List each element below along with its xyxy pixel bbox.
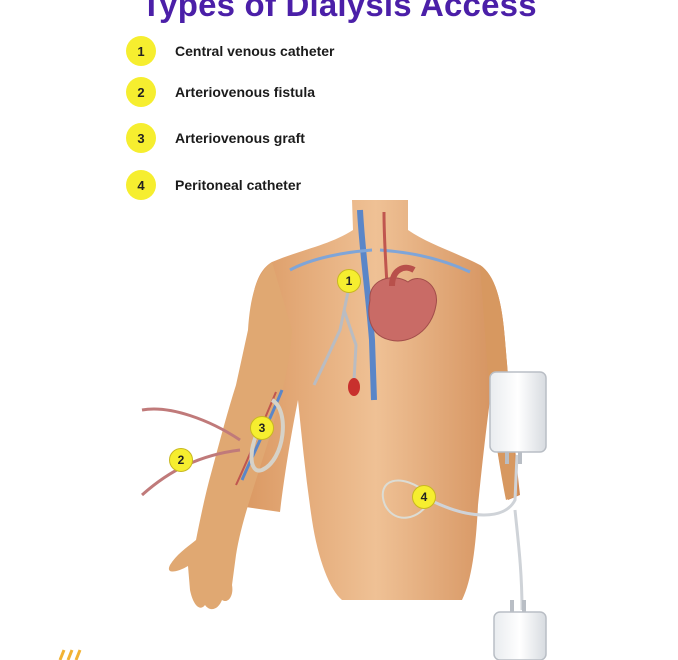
catheter-line	[342, 309, 358, 381]
artery-line	[141, 407, 241, 442]
marker-2: 2	[169, 448, 193, 472]
graft-loop	[249, 398, 285, 473]
legend-item-central-venous-catheter: 1 Central venous catheter	[126, 36, 335, 66]
diagram-title: Types of Dialysis Access	[141, 0, 537, 23]
legend-badge-2: 2	[126, 77, 156, 107]
legend-badge-3: 3	[126, 123, 156, 153]
catheter-line	[381, 479, 431, 519]
vein-line	[379, 248, 471, 274]
drain-bag	[493, 600, 547, 660]
logo-fragment-icon	[58, 649, 82, 660]
legend-label: Arteriovenous fistula	[175, 84, 316, 100]
legend-label: Peritoneal catheter	[175, 177, 302, 193]
legend-badge-1: 1	[126, 36, 156, 66]
legend-item-peritoneal-catheter: 4 Peritoneal catheter	[126, 170, 301, 200]
legend-item-arteriovenous-fistula: 2 Arteriovenous fistula	[126, 77, 315, 107]
catheter-line	[513, 509, 524, 611]
torso-shape	[232, 200, 520, 600]
catheter-cap	[348, 378, 360, 396]
legend-item-arteriovenous-graft: 3 Arteriovenous graft	[126, 123, 305, 153]
marker-1: 1	[337, 269, 361, 293]
marker-4: 4	[412, 485, 436, 509]
vein-line	[357, 209, 377, 401]
marker-3: 3	[250, 416, 274, 440]
legend-badge-4: 4	[126, 170, 156, 200]
aorta-shape	[389, 264, 416, 287]
legend-label: Central venous catheter	[175, 43, 335, 59]
legend-label: Arteriovenous graft	[175, 130, 305, 146]
catheter-line	[429, 454, 519, 517]
dialysate-bag	[489, 371, 547, 464]
vein-line	[289, 248, 373, 272]
